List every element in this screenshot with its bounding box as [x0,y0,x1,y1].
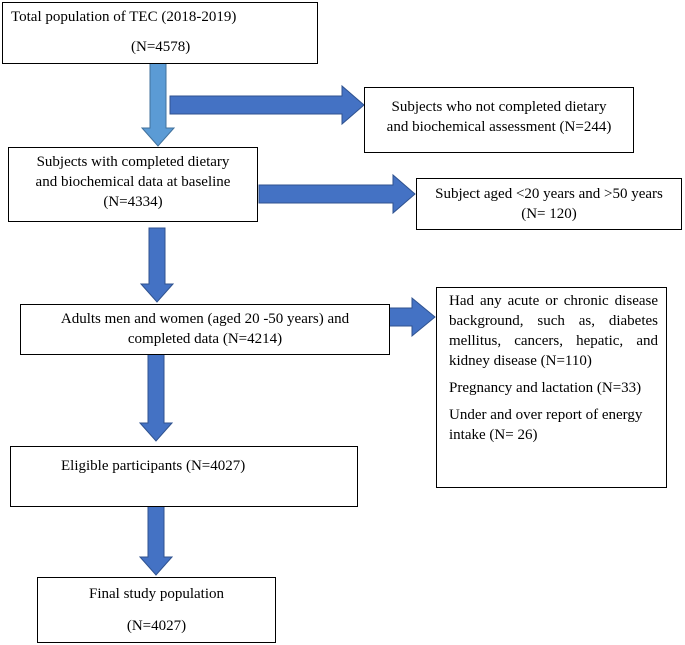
right-arrow-2 [258,173,416,215]
completed-data-count: (N=4334) [103,194,163,210]
completed-data-line1: Subjects with completed dietary [36,154,230,170]
down-arrow-1 [140,62,176,147]
down-arrow-2 [139,227,175,303]
eligible-label: Eligible participants (N=4027) [61,458,246,474]
aged-exclusion-line1: Subject aged <20 years and >50 years [435,186,663,202]
final-population-box: Final study population (N=4027) [37,577,276,643]
completed-data-box: Subjects with completed dietary and bioc… [8,147,258,222]
pregnancy-exclusion: Pregnancy and lactation (N=33) [449,380,642,396]
aged-exclusion-box: Subject aged <20 years and >50 years (N=… [416,178,682,230]
total-population-label: Total population of TEC (2018-2019) [11,9,237,25]
disease-exclusion: Had any acute or chronic disease backgro… [449,293,658,369]
completed-data-line2: and biochemical data at baseline [35,174,231,190]
aged-exclusion-count: (N= 120) [521,206,577,222]
eligible-box: Eligible participants (N=4027) [10,446,358,507]
energy-exclusion: Under and over report of energy intake (… [449,407,643,443]
final-population-count: (N=4027) [126,618,187,634]
adults-box: Adults men and women (aged 20 -50 years)… [20,304,390,355]
right-arrow-1 [169,84,365,126]
final-population-label: Final study population [89,586,224,602]
down-arrow-3 [138,353,174,442]
total-population-box: Total population of TEC (2018-2019) (N=4… [2,2,318,64]
not-completed-line2: and biochemical assessment (N=244) [386,119,612,135]
not-completed-box: Subjects who not completed dietary and b… [364,87,634,153]
not-completed-line1: Subjects who not completed dietary [391,99,607,115]
exclusions-box: Had any acute or chronic disease backgro… [436,287,667,488]
adults-line1: Adults men and women (aged 20 -50 years)… [60,311,350,327]
adults-line2: completed data (N=4214) [127,331,283,347]
down-arrow-4 [138,505,174,576]
total-population-count: (N=4578) [131,39,191,55]
